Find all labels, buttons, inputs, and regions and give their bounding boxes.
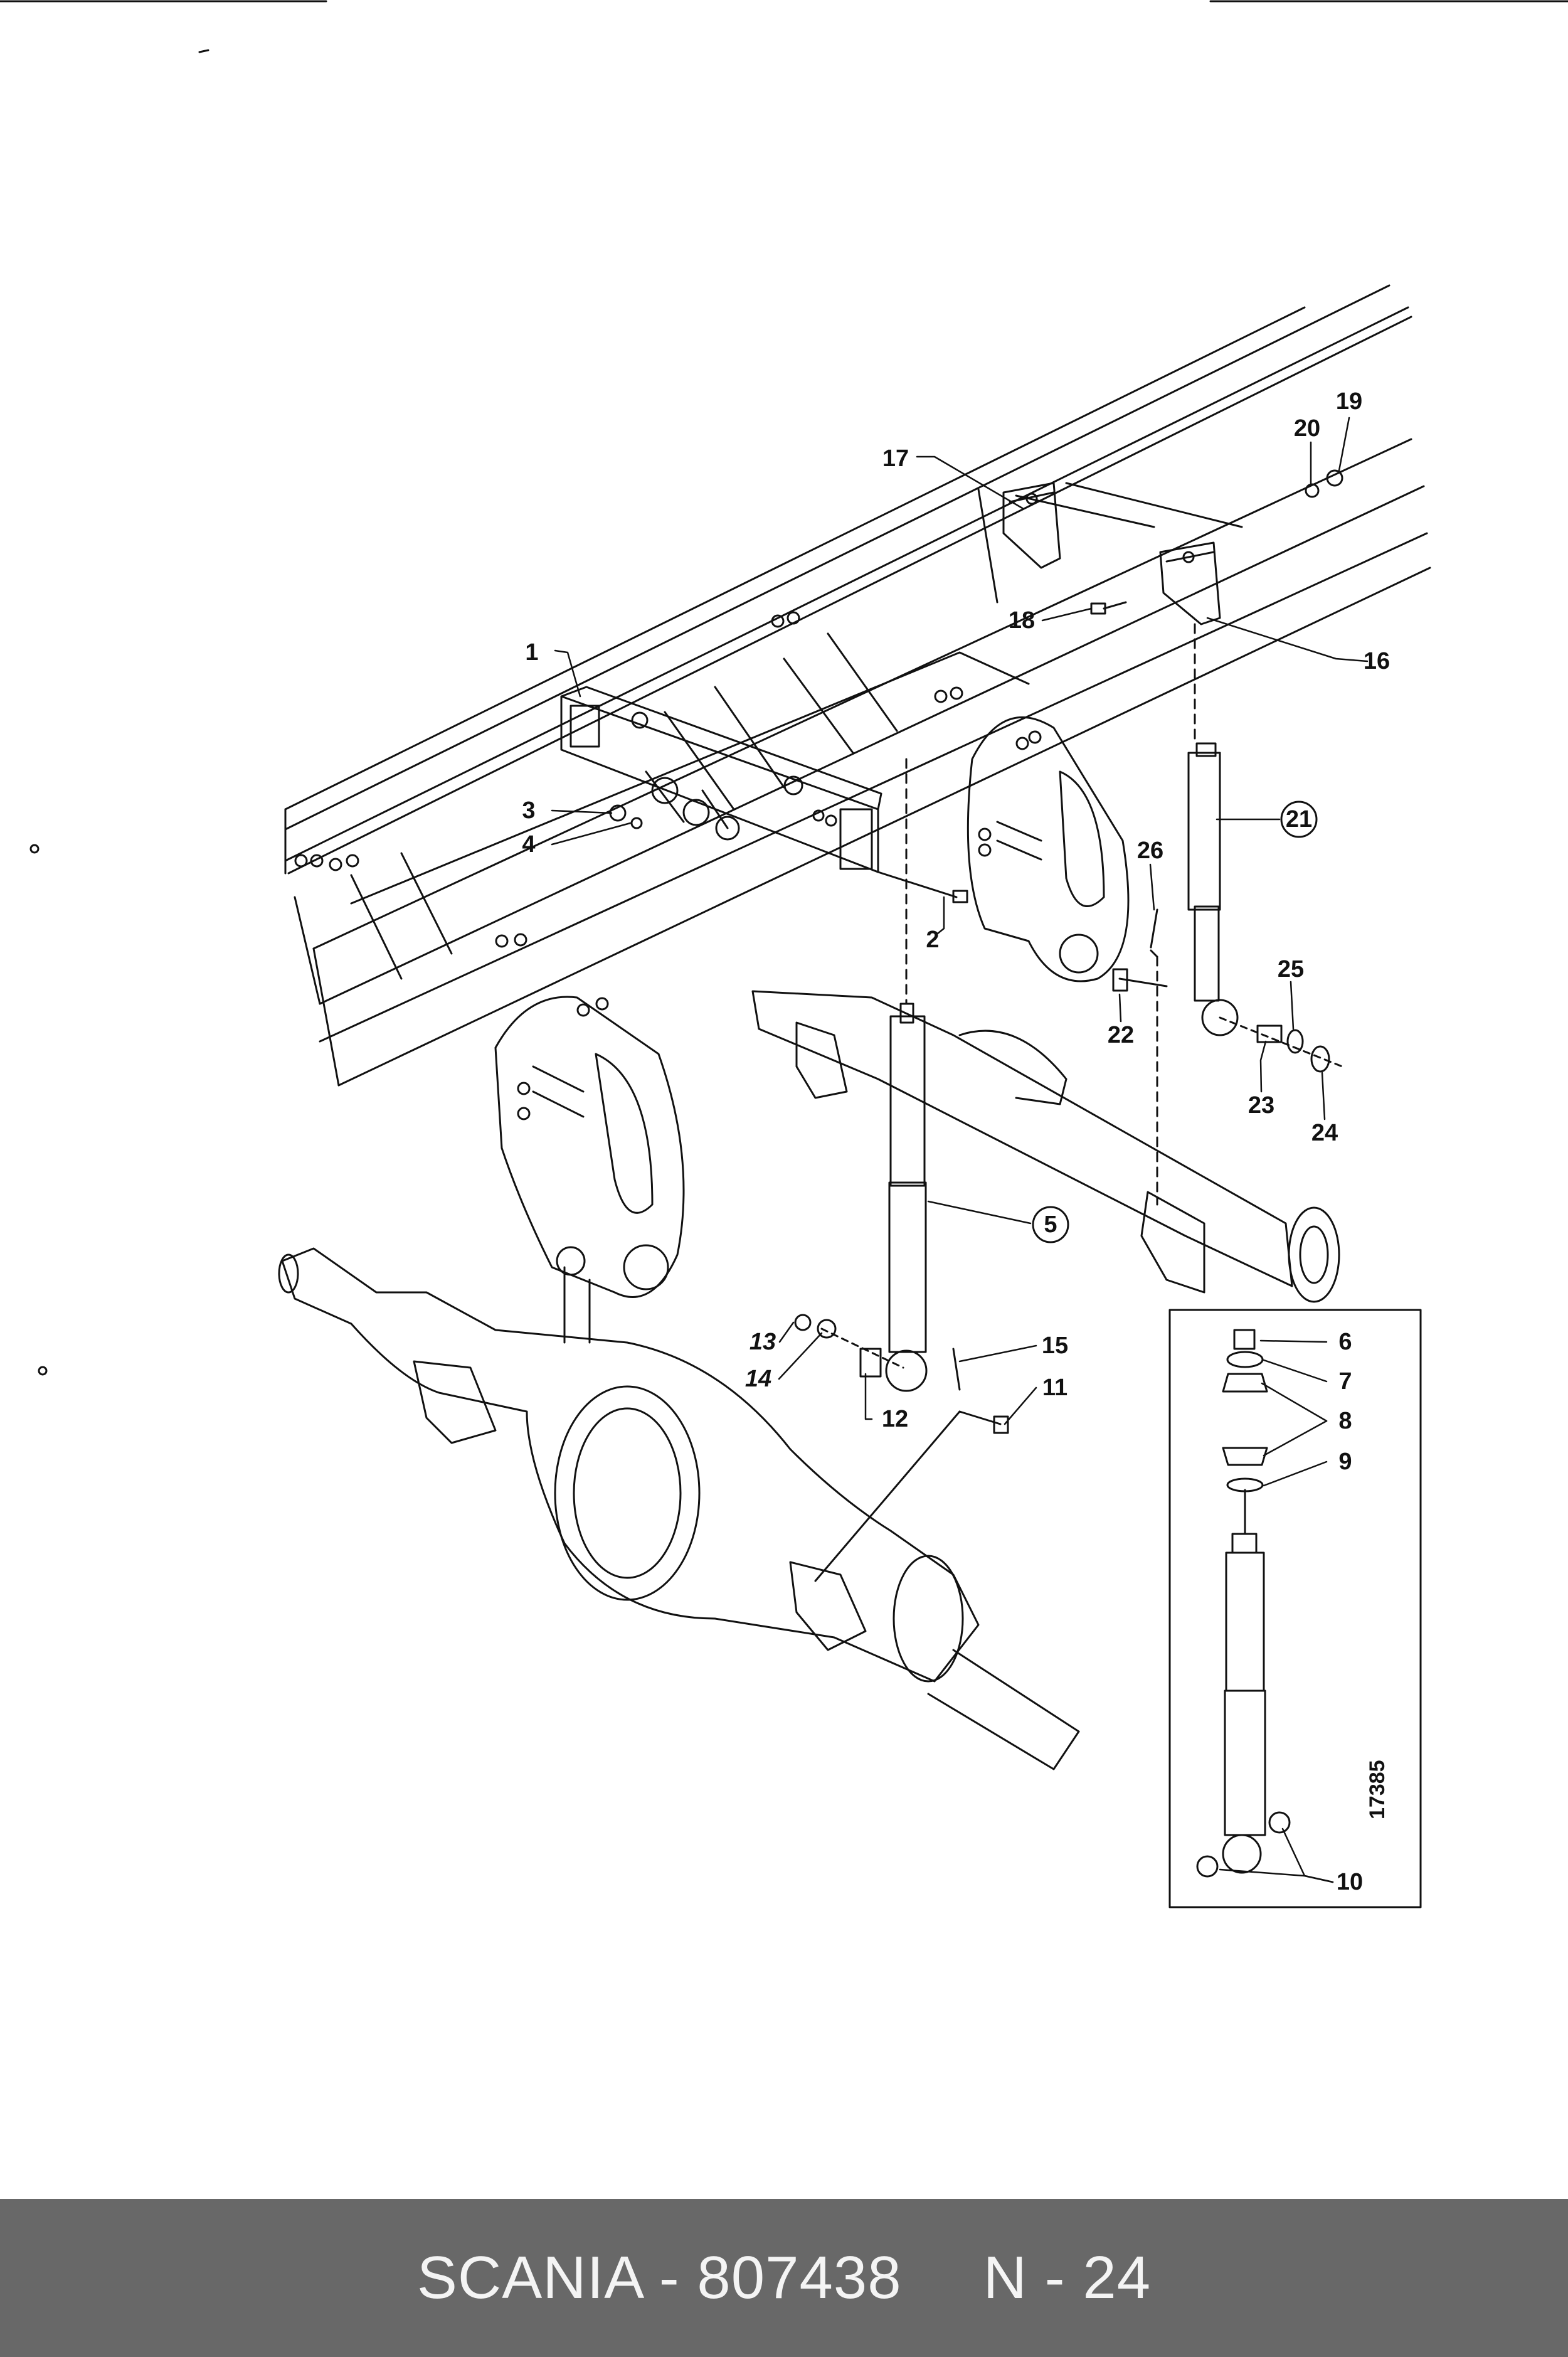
callout-11: 11 — [1042, 1375, 1067, 1401]
callout-23: 23 — [1248, 1092, 1274, 1119]
callout-5: 5 — [1032, 1206, 1069, 1243]
callout-15: 15 — [1042, 1333, 1068, 1359]
callout-4: 4 — [522, 831, 535, 858]
front-axle-housing — [278, 1247, 1080, 1770]
exploded-parts-diagram: 1234567891011121314151617181920212223242… — [0, 0, 1568, 1908]
callout-24: 24 — [1311, 1120, 1338, 1146]
callout-number: 9 — [1338, 1449, 1352, 1475]
callout-circle — [1280, 801, 1318, 838]
callout-number: 16 — [1364, 648, 1390, 674]
scan-artifacts — [0, 0, 1568, 1376]
callout-number: 24 — [1311, 1120, 1338, 1146]
callout-22: 22 — [1108, 1022, 1134, 1048]
front-spring-hanger — [494, 996, 685, 1298]
callout-number: 7 — [1338, 1368, 1352, 1395]
callout-circle — [1032, 1206, 1069, 1243]
callout-16: 16 — [1364, 648, 1390, 674]
callout-25: 25 — [1278, 956, 1304, 982]
callout-number: 25 — [1278, 956, 1304, 982]
callout-number: 8 — [1338, 1408, 1352, 1434]
callout-17: 17 — [882, 445, 909, 472]
callout-number: 26 — [1137, 838, 1163, 864]
callout-10: 10 — [1337, 1869, 1363, 1895]
callout-number: 23 — [1248, 1092, 1274, 1119]
callout-number: 13 — [750, 1329, 776, 1355]
callout-number: 19 — [1336, 388, 1362, 415]
callout-labels: 1234567891011121314151617181920212223242… — [522, 388, 1390, 1895]
callout-number: 14 — [745, 1366, 771, 1392]
shock-absorber-main — [885, 758, 928, 1392]
callout-number: 12 — [882, 1406, 908, 1432]
footer-page-code: N - 24 — [983, 2244, 1152, 2311]
callout-18: 18 — [1009, 607, 1035, 634]
callout-number: 17 — [882, 445, 909, 472]
inset-detail-box — [1168, 1309, 1422, 1908]
callout-20: 20 — [1294, 415, 1320, 442]
callout-9: 9 — [1338, 1449, 1352, 1475]
callout-number: 20 — [1294, 415, 1320, 442]
rear-spring-hanger — [967, 716, 1130, 982]
callout-number: 5 — [1044, 1211, 1057, 1238]
footer-part-number: SCANIA - 807438 — [416, 2244, 902, 2311]
upper-shock-brackets — [1002, 482, 1221, 625]
callout-1: 1 — [525, 639, 538, 666]
callout-8: 8 — [1338, 1408, 1352, 1434]
callout-number: 1 — [525, 639, 538, 666]
footer-bar: SCANIA - 807438 N - 24 — [0, 2199, 1568, 2357]
callout-number: 21 — [1286, 806, 1312, 833]
fasteners — [609, 469, 1343, 1582]
chassis-frame — [284, 284, 1431, 1087]
callout-number: 22 — [1108, 1022, 1134, 1048]
callout-7: 7 — [1338, 1368, 1352, 1395]
callout-6: 6 — [1338, 1329, 1352, 1355]
callout-number: 4 — [522, 831, 535, 858]
callout-19: 19 — [1336, 388, 1362, 415]
callout-number: 10 — [1337, 1869, 1363, 1895]
callout-number: 3 — [522, 797, 535, 824]
callout-26: 26 — [1137, 838, 1163, 864]
callout-13: 13 — [750, 1329, 776, 1355]
callout-number: 18 — [1009, 607, 1035, 634]
rear-axle-housing — [751, 990, 1340, 1303]
callout-number: 2 — [926, 927, 939, 953]
callout-number: 15 — [1042, 1333, 1068, 1359]
callout-3: 3 — [522, 797, 535, 824]
callout-2: 2 — [926, 927, 939, 953]
callout-number: 11 — [1042, 1375, 1067, 1401]
callout-14: 14 — [745, 1366, 771, 1392]
leader-lines — [551, 417, 1369, 1883]
shock-absorber-rear — [1187, 623, 1239, 1036]
drawing-number: 17385 — [1365, 1760, 1389, 1819]
callout-number: 6 — [1338, 1329, 1352, 1355]
callout-12: 12 — [882, 1406, 908, 1432]
callout-21: 21 — [1280, 801, 1318, 838]
